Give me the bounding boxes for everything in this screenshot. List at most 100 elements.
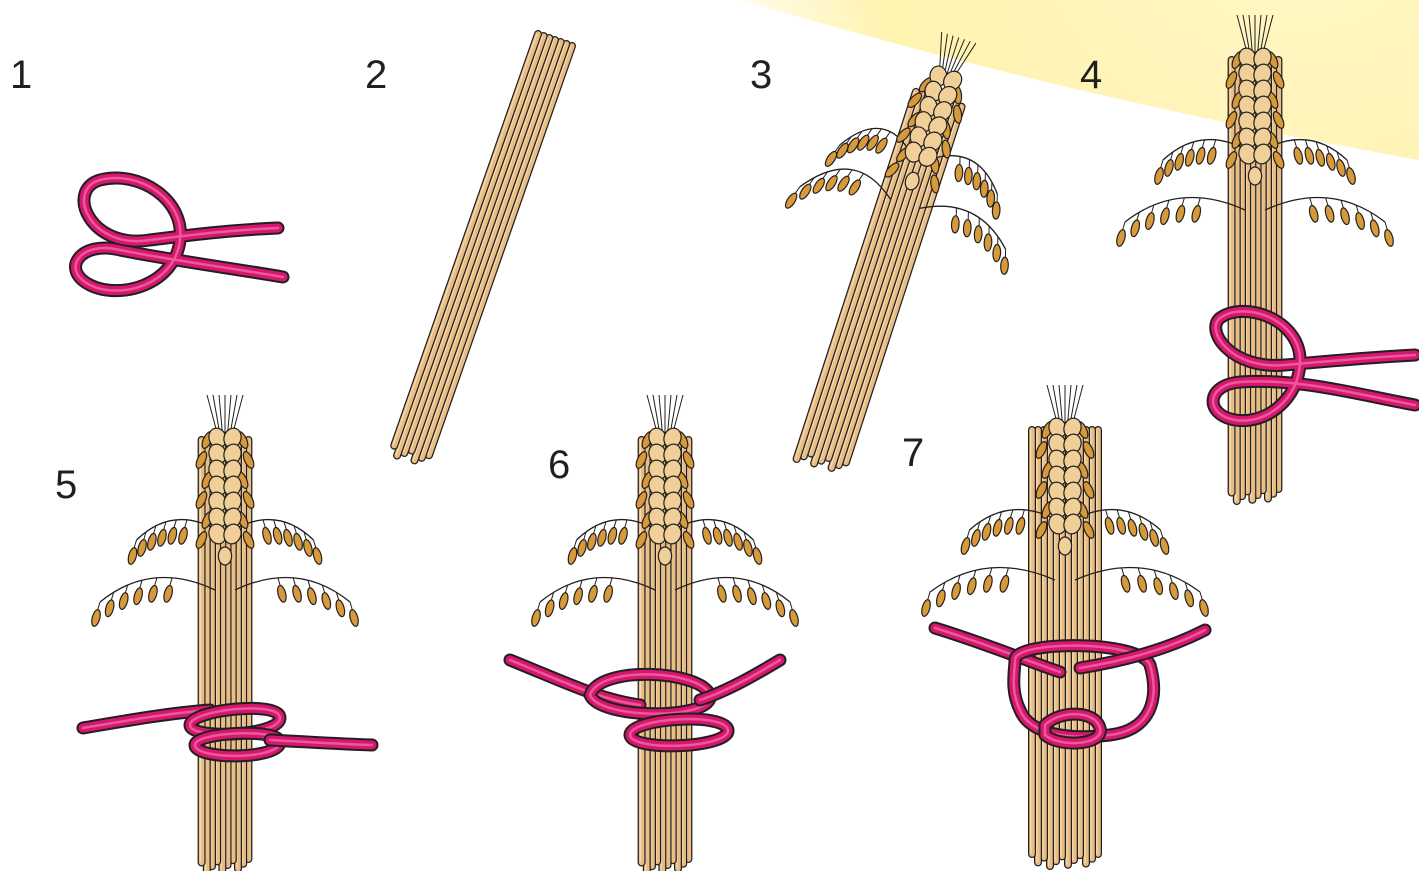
oat-grain <box>1153 167 1165 185</box>
step-7-bundle <box>920 385 1210 866</box>
oat-grain <box>276 585 288 603</box>
oat-grain <box>1354 212 1366 230</box>
oat-grain <box>1292 147 1304 165</box>
oat-grain <box>1015 517 1027 535</box>
oat-grain <box>292 533 304 551</box>
oat-grain <box>1148 529 1160 547</box>
oat-grain <box>964 167 972 184</box>
oat-grain <box>731 585 743 603</box>
oat-grain <box>147 585 159 603</box>
oat-grain <box>1003 517 1015 535</box>
oat-grain <box>104 599 116 617</box>
oat-grain <box>617 527 629 545</box>
oat-grain <box>567 547 579 565</box>
oat-grain <box>920 599 932 617</box>
oat-grain <box>572 587 584 605</box>
step-number-5: 5 <box>55 463 77 507</box>
oat-grain <box>1136 575 1148 593</box>
oat-grain <box>587 585 599 603</box>
oat-grain <box>1184 149 1196 167</box>
oat-grain <box>973 173 981 190</box>
oat-grain <box>951 216 959 233</box>
oat-grain <box>1168 582 1180 600</box>
step-number-2: 2 <box>365 53 387 97</box>
oat-grain <box>1304 147 1316 165</box>
oat-grain <box>1314 149 1326 167</box>
oat-grain <box>177 527 189 545</box>
oat-grain <box>596 529 608 547</box>
oat-grain <box>118 592 130 610</box>
oat-grain <box>1308 205 1320 223</box>
oat-grain <box>291 585 303 603</box>
oat-grain <box>334 599 346 617</box>
oat-grain <box>993 244 1001 261</box>
oat-grain <box>935 589 947 607</box>
oat-grain <box>302 539 314 557</box>
oat-grain <box>576 539 588 557</box>
step-number-6: 6 <box>548 443 570 487</box>
oat-grain <box>955 164 963 181</box>
oat-grain <box>722 529 734 547</box>
oat-grain <box>1152 577 1164 595</box>
oat-grain <box>950 582 962 600</box>
wheat-kernel <box>1248 167 1261 185</box>
oat-grain <box>1195 147 1207 165</box>
oat-grain <box>783 191 799 209</box>
oat-grain <box>146 533 158 551</box>
oat-grain <box>1138 523 1150 541</box>
oat-grain <box>1383 229 1395 247</box>
oat-grain <box>127 547 139 565</box>
step-number-4: 4 <box>1080 53 1102 97</box>
wheat-kernel <box>1058 537 1071 555</box>
oat-grain <box>282 529 294 547</box>
step-number-3: 3 <box>750 53 772 97</box>
oat-grain <box>1339 207 1351 225</box>
oat-grain <box>602 585 614 603</box>
wheat-kernel <box>218 547 231 565</box>
step-2-straws <box>393 34 572 461</box>
oat-grain <box>1324 205 1336 223</box>
oat-grain <box>1120 575 1132 593</box>
oat-grain <box>984 234 992 251</box>
oat-grain <box>1206 147 1218 165</box>
oat-grain <box>1159 537 1171 555</box>
oat-grain <box>586 533 598 551</box>
oat-grain <box>1175 205 1187 223</box>
oat-grain <box>1183 589 1195 607</box>
oat-grain <box>774 599 786 617</box>
oat-grain <box>1173 153 1185 171</box>
oat-grain <box>752 547 764 565</box>
oat-grain <box>166 527 178 545</box>
oat-grain <box>732 533 744 551</box>
oat-grain <box>272 527 284 545</box>
oat-grain <box>90 609 102 627</box>
oat-grain <box>1000 257 1008 274</box>
oat-grain <box>606 527 618 545</box>
oat-grain <box>1129 219 1141 237</box>
oat-grain <box>306 587 318 605</box>
oat-grain <box>1163 159 1175 177</box>
oat-grain <box>1144 212 1156 230</box>
oat-grain <box>960 537 972 555</box>
oat-grain <box>992 202 1000 219</box>
oat-grain <box>136 539 148 557</box>
oat-grain <box>261 527 273 545</box>
oat-grain <box>701 527 713 545</box>
oat-grain <box>1159 207 1171 225</box>
oat-grain <box>320 592 332 610</box>
oat-grain <box>992 519 1004 537</box>
oat-grain <box>966 577 978 595</box>
oat-grain <box>999 575 1011 593</box>
oat-grain <box>1335 159 1347 177</box>
oat-grain <box>1345 167 1357 185</box>
oat-grain <box>970 529 982 547</box>
oat-grain <box>312 547 324 565</box>
step-1-loop <box>76 178 283 291</box>
oat-grain <box>823 150 839 168</box>
oat-grain <box>1127 519 1139 537</box>
oat-grain <box>558 592 570 610</box>
oat-grain <box>742 539 754 557</box>
oat-grain <box>348 609 360 627</box>
step-number-1: 1 <box>10 53 32 97</box>
